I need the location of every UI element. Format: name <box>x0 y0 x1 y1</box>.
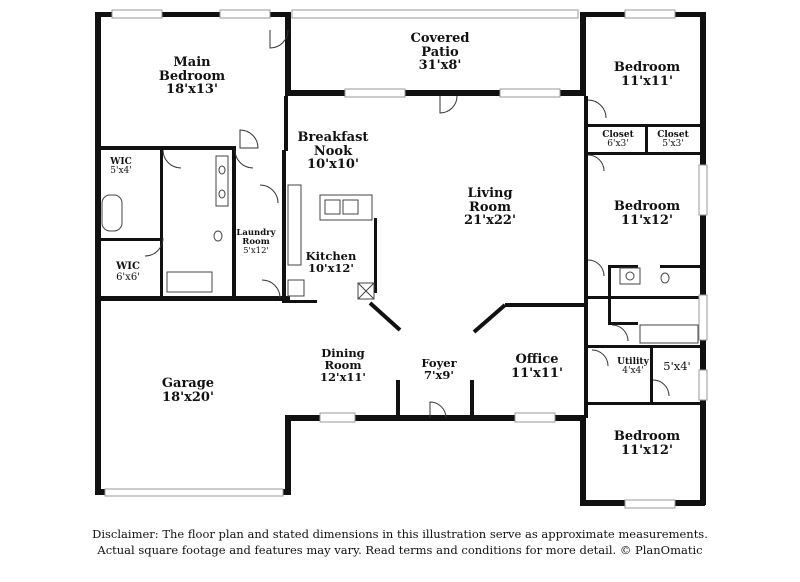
room-name: Covered Patio <box>410 31 470 60</box>
room-foyer: Foyer 7'x9' <box>421 357 456 381</box>
room-breakfast-nook: Breakfast Nook 10'x10' <box>298 131 369 172</box>
room-dimensions: 10'x10' <box>307 157 359 173</box>
room-name: Garage <box>161 376 215 391</box>
room-name: Closet <box>657 130 689 140</box>
room-name: WIC <box>116 261 140 272</box>
room-name: Closet <box>602 130 634 140</box>
room-name: Utility <box>617 357 649 367</box>
room-dimensions: 11'x11' <box>621 73 673 89</box>
room-wic-top: WIC 5'x4' <box>110 157 132 177</box>
room-dimensions: 11'x12' <box>621 212 673 228</box>
room-name: Laundry Room <box>236 228 276 247</box>
room-bedroom-se: Bedroom 11'x12' <box>614 430 680 457</box>
room-name: Bedroom <box>613 429 681 444</box>
room-name: WIC <box>110 157 132 167</box>
room-dimensions: 4'x4' <box>622 366 644 377</box>
windows <box>104 9 708 509</box>
room-main-bedroom: Main Bedroom 18'x13' <box>159 56 225 97</box>
room-dining: Dining Room 12'x11' <box>320 347 366 383</box>
room-dimensions: 6'x6' <box>116 271 140 283</box>
room-office: Office 11'x11' <box>511 353 563 380</box>
room-dimensions: 12'x11' <box>320 370 366 385</box>
room-dimensions: 10'x12' <box>308 261 354 276</box>
room-dimensions: 18'x13' <box>166 82 218 98</box>
room-dimensions: 11'x11' <box>511 365 563 381</box>
room-name: Living Room <box>467 186 513 215</box>
room-garage: Garage 18'x20' <box>162 377 214 404</box>
room-bedroom-e: Bedroom 11'x12' <box>614 200 680 227</box>
room-dimensions: 31'x8' <box>418 58 462 74</box>
disclaimer-line-1: Disclaimer: The floor plan and stated di… <box>92 527 708 541</box>
room-name: Office <box>515 352 559 367</box>
room-bedroom-ne: Bedroom 11'x11' <box>614 61 680 88</box>
room-dimensions: 5'x4' <box>110 166 132 177</box>
room-dimensions: 5'x4' <box>663 359 691 373</box>
room-dimensions: 21'x22' <box>464 213 516 229</box>
room-closet-b: Closet 5'x3' <box>657 130 689 150</box>
room-living-room: Living Room 21'x22' <box>464 187 516 228</box>
room-name: Kitchen <box>305 249 357 263</box>
room-dimensions: 5'x3' <box>662 139 684 150</box>
room-name: Bedroom <box>613 60 681 75</box>
room-dimensions: 5'x12' <box>243 245 269 256</box>
room-dimensions: 7'x9' <box>424 368 454 383</box>
fixtures <box>101 155 699 344</box>
room-closet-a: Closet 6'x3' <box>602 130 634 150</box>
room-dimensions: 18'x20' <box>162 389 214 405</box>
room-kitchen: Kitchen 10'x12' <box>306 250 357 274</box>
room-dimensions: 11'x12' <box>621 442 673 458</box>
diagonal-walls <box>368 301 584 334</box>
room-name: Dining Room <box>321 346 365 373</box>
interior-walls <box>95 96 702 418</box>
room-name: Foyer <box>421 356 457 370</box>
room-name: Main Bedroom <box>158 55 226 84</box>
room-dimensions: 6'x3' <box>607 139 629 150</box>
room-name: Breakfast Nook <box>297 130 369 159</box>
room-wic-bottom: WIC 6'x6' <box>116 261 140 283</box>
room-covered-patio: Covered Patio 31'x8' <box>410 32 469 73</box>
doors <box>144 29 670 419</box>
room-utility: Utility 4'x4' <box>617 357 649 377</box>
room-name: Bedroom <box>613 199 681 214</box>
room-small: 5'x4' <box>663 360 690 372</box>
room-laundry: Laundry Room 5'x12' <box>236 229 275 256</box>
disclaimer-line-2: Actual square footage and features may v… <box>97 543 703 557</box>
